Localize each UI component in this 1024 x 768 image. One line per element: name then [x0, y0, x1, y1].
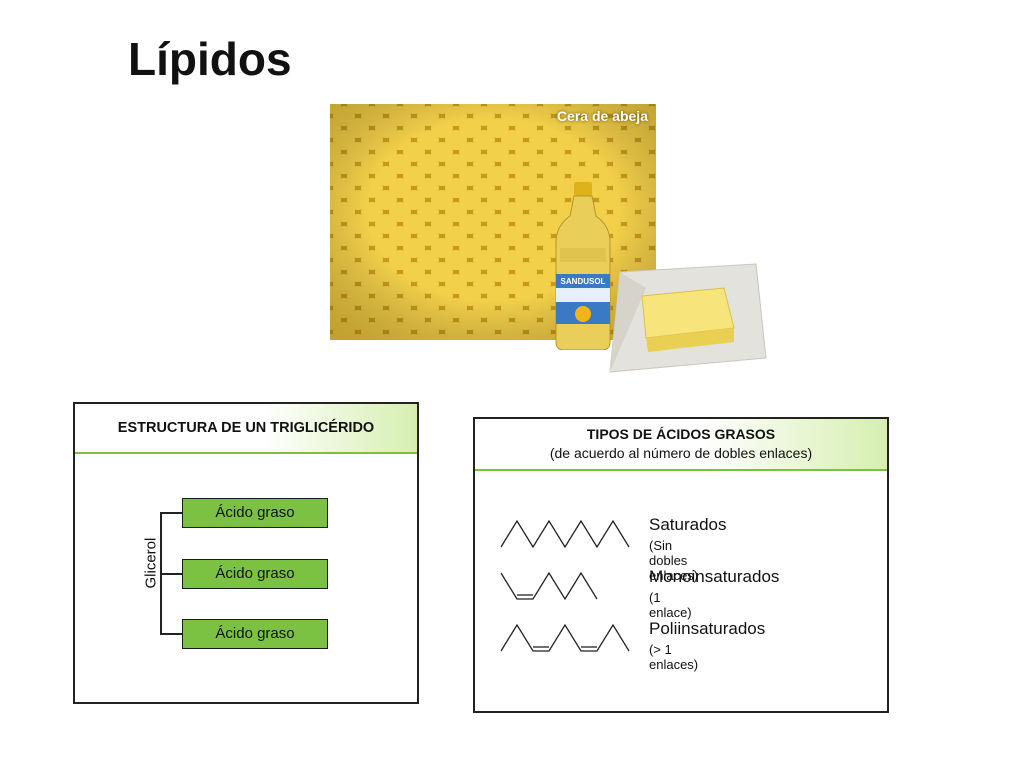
fatty-acid-box: Ácido graso: [182, 559, 328, 589]
fatty-acid-type-note: (> 1 enlaces): [649, 642, 699, 672]
connector-line: [160, 573, 182, 575]
fatty-acid-type-name: Poliinsaturados: [649, 619, 766, 638]
glycerol-label: Glicerol: [142, 537, 160, 589]
bottle-brand-text: SANDUSOL: [561, 277, 606, 286]
connector-line: [160, 633, 182, 635]
fatty-acid-type-name: Monoinsaturados: [649, 567, 780, 586]
slide-title: Lípidos: [128, 33, 292, 85]
fatty-acid-type-name: Saturados: [649, 515, 727, 534]
beeswax-label: Cera de abeja: [556, 108, 648, 124]
fatty-acid-types-panel: TIPOS DE ÁCIDOS GRASOS (de acuerdo al nú…: [473, 417, 889, 713]
fatty-acid-box: Ácido graso: [182, 619, 328, 649]
fatty-acid-type-note: (1 enlace): [649, 590, 692, 620]
fatty-acid-header-title: TIPOS DE ÁCIDOS GRASOS: [586, 426, 776, 442]
fatty-acid-header-subtitle: (de acuerdo al número de dobles enlaces): [549, 445, 813, 461]
fatty-acid-type-note: (Sin dobles enlaces): [649, 538, 699, 583]
monounsaturated-chain-diagram: [500, 571, 598, 601]
butter-image: [609, 263, 767, 373]
triglyceride-panel: ESTRUCTURA DE UN TRIGLICÉRIDO Glicerol Á…: [73, 402, 419, 704]
triglyceride-header: ESTRUCTURA DE UN TRIGLICÉRIDO: [75, 404, 417, 454]
fatty-acid-header: TIPOS DE ÁCIDOS GRASOS (de acuerdo al nú…: [475, 419, 887, 471]
saturated-chain-diagram: [500, 519, 630, 549]
polyunsaturated-chain-diagram: [500, 623, 630, 652]
oil-bottle-image: SANDUSOL: [555, 182, 611, 350]
fatty-acid-box: Ácido graso: [182, 498, 328, 528]
connector-line: [160, 512, 182, 514]
